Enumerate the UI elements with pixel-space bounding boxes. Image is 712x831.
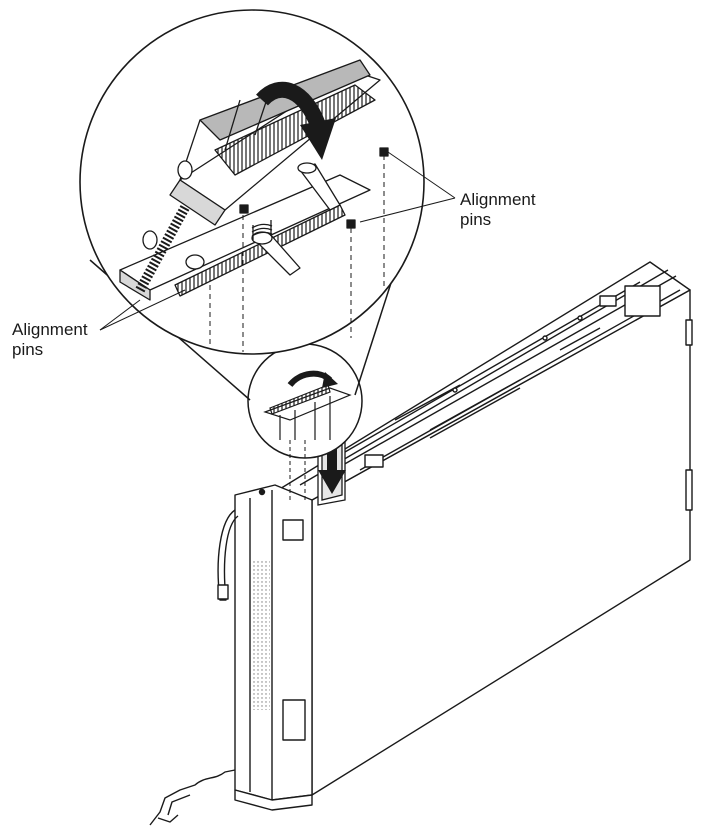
- callout-leaders: [99, 149, 456, 331]
- callout-left-line1: Alignment: [12, 320, 88, 339]
- alignment-pins-label-right: Alignment pins: [460, 190, 536, 230]
- callout-right-line1: Alignment: [460, 190, 536, 209]
- bezel-vent: [252, 560, 270, 710]
- callout-right-line2: pins: [460, 210, 492, 229]
- bottom-latch: [149, 769, 236, 826]
- alignment-pins-label-left: Alignment pins: [12, 320, 88, 360]
- alignment-dashes: [209, 155, 385, 352]
- release-handle: [217, 509, 239, 601]
- blade-server: [149, 261, 693, 826]
- callout-left-line2: pins: [12, 340, 44, 359]
- rotate-arrow: [256, 81, 336, 160]
